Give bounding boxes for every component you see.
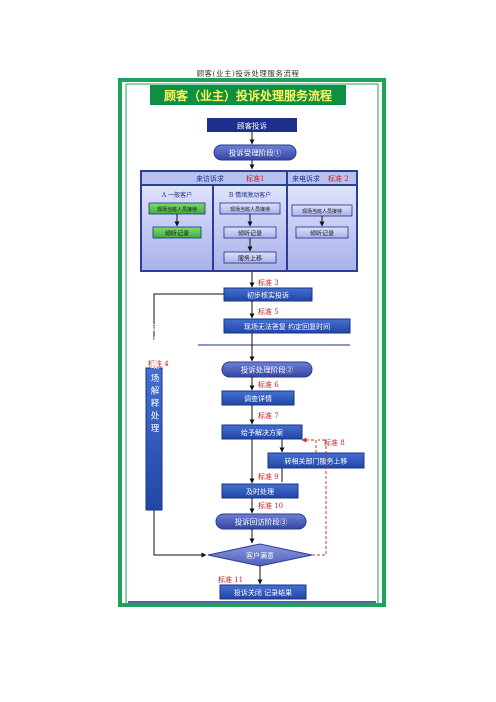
b-influential-label: B 情绪激动客户 — [229, 191, 271, 199]
timely-label: 及时处理 — [246, 487, 274, 496]
standard4-label: 标准 4 — [148, 359, 169, 368]
chart-title: 顾客（业主）投诉处理服务流程 — [164, 88, 332, 103]
investigate-box — [221, 390, 295, 406]
visit-complaint-label: 来访诉求 — [196, 174, 224, 183]
listen-c-box — [295, 226, 349, 239]
listen-c-label: 倾听记录 — [310, 230, 334, 238]
side-process-label: 受理人现场解释处理 — [149, 323, 159, 436]
a-general-label: A 一般客户 — [161, 191, 192, 199]
customer-complaint-box — [207, 118, 297, 132]
escalate-label: 服务上移 — [238, 255, 262, 263]
standard11-label: 标准 11 — [218, 575, 243, 584]
close-box — [219, 584, 307, 600]
stage2-label: 投诉处理阶段② — [241, 365, 294, 375]
close-label: 投诉关闭 记录结果 — [234, 588, 292, 597]
listen-b-label: 倾听记录 — [238, 230, 262, 238]
stage1-label: 投诉受理阶段① — [229, 148, 282, 158]
no-answer-box — [223, 318, 351, 334]
red-dashed-return-top — [301, 437, 317, 453]
transfer-label: 转相关部门服务上移 — [285, 457, 348, 466]
stage2-oval — [221, 361, 313, 378]
title-banner — [150, 85, 346, 105]
b-onsite-label: 现场当班人员接待 — [230, 206, 270, 213]
a-onsite-label: 现场当班人员接待 — [157, 206, 197, 213]
standard9-label: 标准 9 — [258, 472, 279, 481]
line-verify-left — [153, 293, 224, 340]
standard8-label: 标准 8 — [324, 438, 345, 447]
stage1-oval — [213, 144, 297, 161]
stage3-oval — [215, 513, 307, 530]
escalate-box — [223, 251, 277, 264]
customer-complaint-label: 顾客投诉 — [237, 121, 267, 131]
visit-header — [142, 172, 286, 184]
standard3-label: 标准 3 — [258, 278, 279, 287]
standard6-label: 标准 6 — [258, 380, 279, 389]
arrow-side-satisfied — [153, 510, 207, 558]
satisfied-label: 客户满意 — [246, 551, 274, 560]
phone-header — [288, 172, 356, 184]
document-title: 顾客(业主)投诉处理服务流程 — [196, 69, 300, 78]
listen-a-label: 倾听记录 — [165, 230, 189, 238]
solution-box — [221, 424, 303, 440]
investigate-label: 调查详情 — [244, 394, 272, 403]
timely-box — [221, 483, 299, 499]
phone-complaint-label: 来电诉求 — [292, 174, 320, 183]
c-onsite-label: 现场当班人员接待 — [302, 208, 342, 215]
stage3-label: 投诉回访阶段③ — [235, 517, 288, 527]
standard1-label: 标准1 — [246, 174, 264, 183]
standard2-label: 标准 2 — [328, 174, 349, 183]
listen-a-box — [152, 226, 202, 239]
standard5-label: 标准 5 — [258, 307, 279, 316]
no-answer-label: 现场无法答复 约定回复时间 — [244, 322, 330, 331]
frame-inner — [125, 83, 379, 606]
red-dashed-loop — [312, 439, 327, 556]
verify-label: 初步核实投诉 — [247, 291, 289, 300]
solution-label: 给予解决方案 — [241, 428, 283, 437]
standard7-label: 标准 7 — [258, 411, 279, 420]
standard10-label: 标准 10 — [258, 501, 283, 510]
